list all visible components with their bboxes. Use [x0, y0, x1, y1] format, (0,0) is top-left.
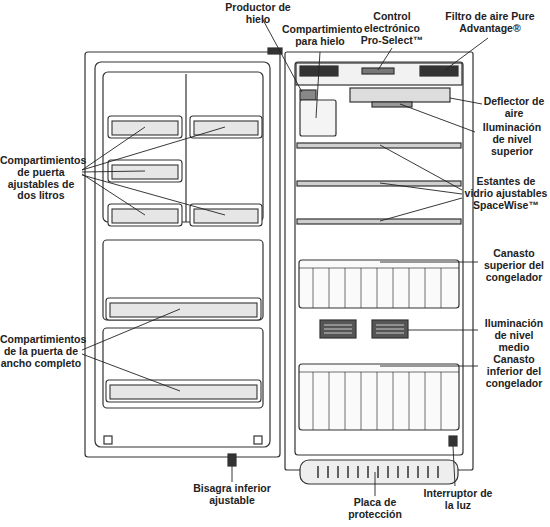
part-label: Canasto superior del congelador: [480, 248, 548, 283]
kick-plate: [300, 460, 458, 484]
part-label: Compartimientos de puerta ajustables de …: [0, 155, 82, 202]
door-recess: [103, 328, 263, 408]
cabinet-liner: [295, 62, 463, 455]
air-deflector: [350, 88, 450, 102]
part-label: Compartimiento para hielo: [282, 24, 358, 48]
door: [85, 48, 282, 466]
door-bin-front: [112, 209, 178, 223]
leader-lines: [82, 18, 488, 496]
light-switch: [449, 436, 457, 446]
door-recess: [103, 240, 263, 320]
part-label: Canasto inferior del congelador: [480, 354, 548, 389]
light-lens: [324, 325, 404, 333]
leader-line: [450, 98, 482, 104]
door-divider: [185, 74, 186, 222]
kick-plate-slots: [318, 466, 438, 478]
leader-line: [82, 309, 180, 391]
part-label: Filtro de aire Pure Advantage®: [432, 11, 548, 35]
control-display: [362, 68, 394, 74]
door-bin: [190, 204, 262, 226]
glass-shelf: [297, 181, 461, 186]
door-stop: [104, 436, 112, 444]
door-liner: [95, 62, 270, 447]
leader-line: [380, 262, 478, 263]
wide-door-bin: [106, 380, 261, 402]
part-label: Control electrónico Pro-Select™: [356, 11, 428, 46]
door-bin-front: [194, 209, 258, 223]
leader-line: [400, 104, 475, 132]
part-label: Placa de protección: [340, 497, 410, 521]
lower-basket: [299, 364, 459, 430]
wide-door-bin-front: [110, 303, 257, 317]
glass-shelf: [297, 219, 461, 224]
door-bin-frame: [103, 72, 263, 222]
part-label: Estantes de vidrio ajustables SpaceWise™: [464, 176, 548, 211]
door-bins: [106, 116, 262, 402]
basket-wires: [299, 268, 459, 308]
leader-line: [82, 127, 225, 215]
basket-wires: [299, 372, 459, 430]
leader-line: [232, 466, 233, 482]
part-label: Productor de hielo: [218, 2, 298, 26]
ice-bin: [300, 100, 336, 136]
part-label: Compartimientos de la puerta de ancho co…: [0, 334, 82, 369]
control-panel: [296, 63, 462, 85]
leader-line: [380, 366, 478, 367]
leader-line: [445, 38, 488, 70]
wide-door-bin-front: [110, 385, 257, 399]
ice-maker: [300, 90, 316, 100]
door-stop: [254, 436, 262, 444]
part-label: Iluminación de nivel medio: [480, 318, 548, 353]
part-label: Iluminación de nivel superior: [476, 122, 548, 157]
glass-shelf: [297, 143, 461, 148]
leader-line: [375, 472, 376, 496]
cabinet: [285, 52, 473, 484]
leader-line: [408, 330, 478, 331]
wide-door-bin: [106, 298, 261, 320]
leader-line: [380, 145, 462, 221]
door-bin-front: [112, 121, 178, 135]
part-label: Bisagra inferior ajustable: [192, 483, 272, 507]
cabinet-outer: [285, 52, 473, 470]
door-bin-front: [112, 165, 178, 179]
door-outer: [85, 52, 280, 457]
bottom-hinge: [228, 454, 236, 466]
upper-basket: [299, 260, 459, 308]
part-label: Deflector de aire: [482, 96, 546, 120]
leader-line: [378, 48, 392, 70]
leader-line: [453, 446, 455, 486]
leader-line: [316, 52, 320, 118]
part-label: Interruptor de la luz: [418, 488, 498, 512]
air-filter: [420, 66, 458, 76]
door-bin-front: [194, 121, 258, 135]
